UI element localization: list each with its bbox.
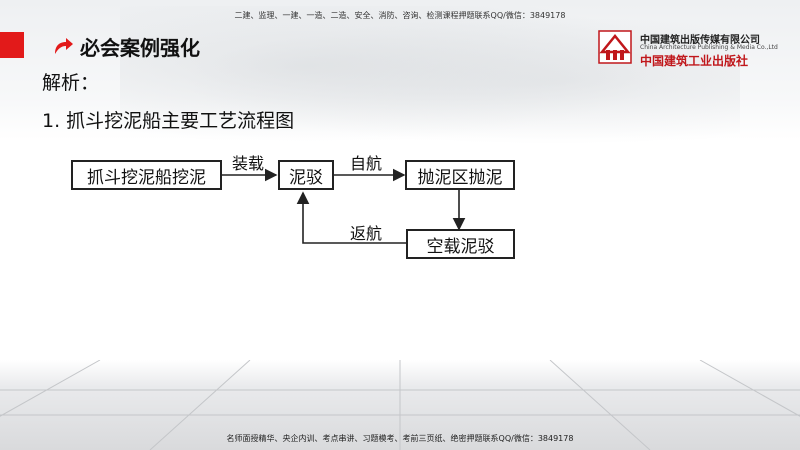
- header-background: [0, 0, 800, 140]
- world-map-watermark: [120, 6, 740, 156]
- section-title: 必会案例强化: [80, 36, 200, 60]
- bottom-contact-note: 名师面授精华、央企内训、考点串讲、习题模考、考前三页纸、绝密押题联系QQ/微信：…: [226, 434, 574, 443]
- publisher-calligraphy: 中国建筑工业出版社: [640, 54, 749, 68]
- node-empty-barge: 空载泥驳: [406, 229, 515, 259]
- publisher-name-en: China Architecture Publishing & Media Co…: [640, 44, 778, 51]
- node-dumping: 抛泥区抛泥: [405, 160, 515, 190]
- node-dredging: 抓斗挖泥船挖泥: [71, 160, 222, 190]
- curved-arrow-icon: [55, 38, 73, 54]
- floor-background: [0, 360, 800, 450]
- red-accent-tab: [0, 32, 24, 58]
- edge-label-loading: 装载: [232, 154, 265, 173]
- edge-return-arrow: [296, 191, 406, 244]
- top-contact-note: 二建、监理、一建、一造、二造、安全、消防、咨询、检测课程押题联系QQ/微信：38…: [234, 11, 566, 20]
- edge-label-return: 返航: [350, 224, 383, 243]
- publisher-logo-icon: [598, 30, 632, 64]
- edge-label-self-sail: 自航: [350, 154, 383, 173]
- item-heading: 1. 抓斗挖泥船主要工艺流程图: [42, 110, 295, 132]
- analysis-label: 解析：: [42, 72, 100, 94]
- publisher-name-cn: 中国建筑出版传媒有限公司: [640, 35, 760, 46]
- node-barge: 泥驳: [278, 160, 334, 190]
